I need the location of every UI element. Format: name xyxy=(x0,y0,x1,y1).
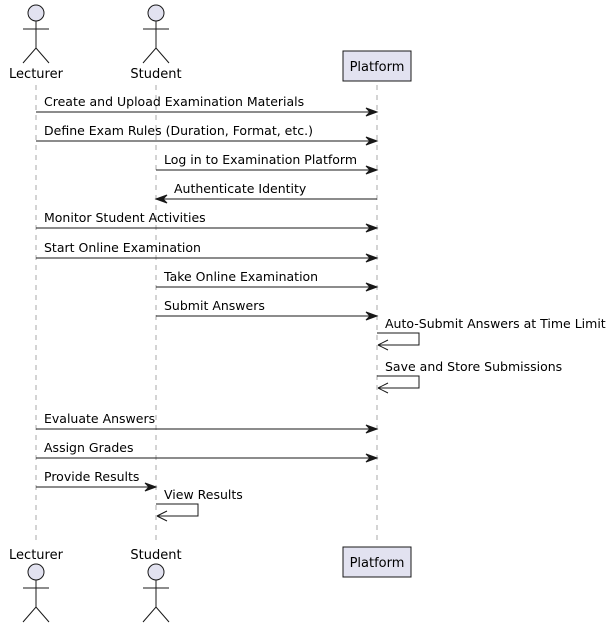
actor-legs xyxy=(142,47,170,64)
message-label: Provide Results xyxy=(44,469,139,484)
message-label: Save and Store Submissions xyxy=(385,359,562,374)
arrowhead-icon xyxy=(377,382,389,394)
arrowhead-icon xyxy=(156,510,168,522)
actor-student-top: Student xyxy=(130,4,182,82)
actor-head-icon xyxy=(147,563,165,581)
arrowhead-icon xyxy=(144,482,158,492)
message-label: View Results xyxy=(164,487,243,502)
actor-head-icon xyxy=(27,4,45,22)
arrowhead-icon xyxy=(365,107,379,117)
arrowhead-icon xyxy=(377,339,389,351)
arrowhead-icon xyxy=(365,453,379,463)
arrowhead-icon xyxy=(154,194,168,204)
message-label: Auto-Submit Answers at Time Limit xyxy=(385,316,606,331)
arrowhead-icon xyxy=(365,311,379,321)
actor-label: Lecturer xyxy=(9,548,64,563)
actor-legs xyxy=(142,606,170,623)
message-8: Submit Answers xyxy=(156,298,379,321)
actor-lecturer-bottom: Lecturer xyxy=(9,548,64,623)
message-10: Save and Store Submissions xyxy=(377,359,562,394)
message-5: Monitor Student Activities xyxy=(36,210,379,233)
participant-platform-top: Platform xyxy=(342,50,412,82)
actor-legs xyxy=(22,606,50,623)
message-label: Take Online Examination xyxy=(163,269,318,284)
message-label: Evaluate Answers xyxy=(44,411,155,426)
participant-platform-bottom: Platform xyxy=(342,546,412,578)
message-2: Define Exam Rules (Duration, Format, etc… xyxy=(36,123,379,146)
participant-label: Platform xyxy=(350,556,405,571)
message-label: Define Exam Rules (Duration, Format, etc… xyxy=(44,123,313,138)
arrowhead-icon xyxy=(365,424,379,434)
message-label: Log in to Examination Platform xyxy=(164,152,357,167)
message-label: Monitor Student Activities xyxy=(44,210,206,225)
actor-label: Lecturer xyxy=(9,67,64,82)
arrowhead-icon xyxy=(365,253,379,263)
self-arrow-line xyxy=(377,375,420,389)
message-14: View Results xyxy=(156,487,243,522)
actor-label: Student xyxy=(130,548,181,563)
message-3: Log in to Examination Platform xyxy=(156,152,379,175)
message-label: Authenticate Identity xyxy=(174,181,307,196)
message-6: Start Online Examination xyxy=(36,240,379,263)
actor-student-bottom: Student xyxy=(130,548,182,623)
message-label: Create and Upload Examination Materials xyxy=(44,94,304,109)
actor-legs xyxy=(22,47,50,64)
message-label: Start Online Examination xyxy=(44,240,201,255)
actor-head-icon xyxy=(147,4,165,22)
actor-label: Student xyxy=(130,67,181,82)
actor-head-icon xyxy=(27,563,45,581)
participant-box xyxy=(342,546,412,578)
arrowhead-icon xyxy=(365,165,379,175)
message-13: Provide Results xyxy=(36,469,158,492)
self-arrow-line xyxy=(156,503,199,517)
message-9: Auto-Submit Answers at Time Limit xyxy=(377,316,606,351)
arrowhead-icon xyxy=(365,223,379,233)
actor-lecturer-top: Lecturer xyxy=(9,4,64,82)
message-7: Take Online Examination xyxy=(156,269,379,292)
message-11: Evaluate Answers xyxy=(36,411,379,434)
arrowhead-icon xyxy=(365,136,379,146)
message-12: Assign Grades xyxy=(36,440,379,463)
message-label: Submit Answers xyxy=(164,298,265,313)
participant-label: Platform xyxy=(350,60,405,75)
arrowhead-icon xyxy=(365,282,379,292)
message-label: Assign Grades xyxy=(44,440,134,455)
self-arrow-line xyxy=(377,332,420,346)
message-4: Authenticate Identity xyxy=(154,181,377,204)
participant-box xyxy=(342,50,412,82)
message-1: Create and Upload Examination Materials xyxy=(36,94,379,117)
